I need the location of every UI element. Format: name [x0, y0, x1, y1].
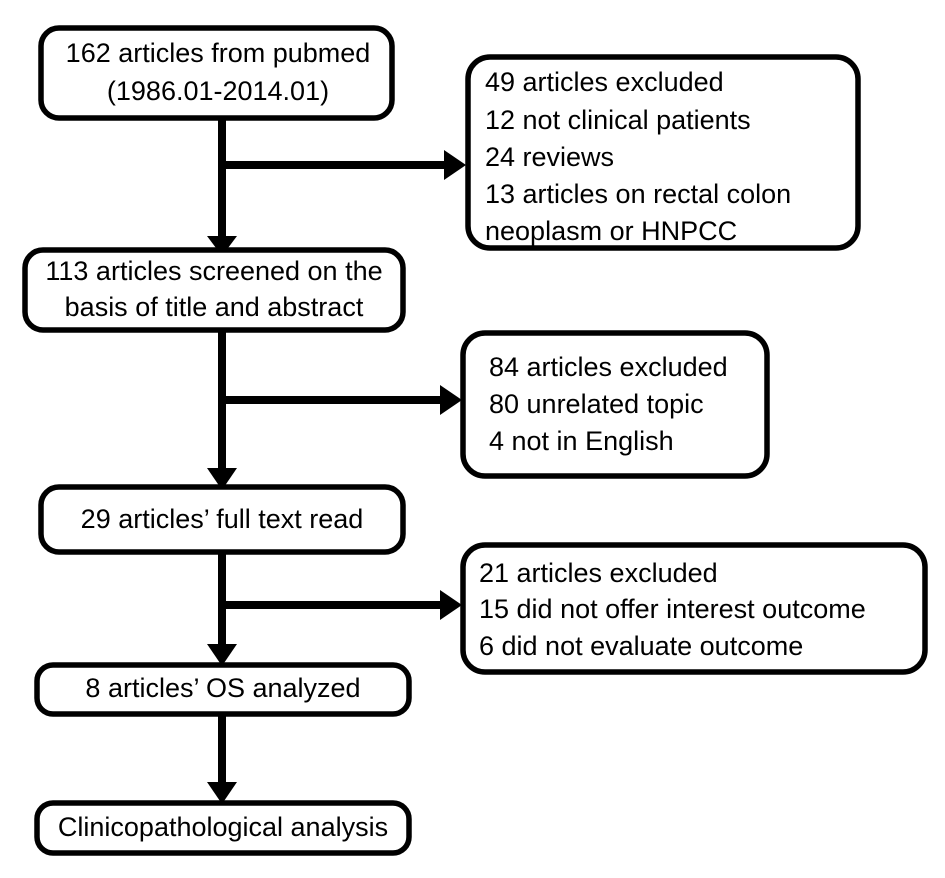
node-final-box[interactable] — [34, 800, 412, 856]
excluded-stage-1[interactable]: 49 articles excluded 12 not clinical pat… — [465, 54, 861, 251]
arrow-head-right-3 — [440, 590, 462, 620]
connector-branch-excluded-3 — [222, 590, 462, 620]
excluded-stage-3-line3: 6 did not evaluate outcome — [479, 631, 803, 661]
node-fulltext[interactable]: 29 articles’ full text read — [38, 484, 406, 555]
node-screened-line1: 113 articles screened on the — [45, 256, 382, 286]
node-identified-line2: (1986.01-2014.01) — [107, 76, 329, 106]
excluded-stage-2-line3: 4 not in English — [489, 426, 674, 456]
arrow-head-down-2 — [207, 468, 237, 490]
connector-branch-excluded-2 — [222, 385, 462, 415]
node-identified[interactable]: 162 articles from pubmed (1986.01-2014.0… — [38, 25, 395, 121]
node-fulltext-line1: 29 articles’ full text read — [81, 504, 364, 534]
excluded-stage-3-line2: 15 did not offer interest outcome — [479, 594, 866, 624]
excluded-stage-1-line1: 49 articles excluded — [485, 67, 724, 97]
excluded-stage-2-line1: 84 articles excluded — [489, 352, 728, 382]
node-screened-line2: basis of title and abstract — [65, 292, 364, 322]
connector-analyzed-to-final — [207, 714, 237, 804]
node-identified-box[interactable] — [38, 25, 395, 121]
arrow-head-right-2 — [440, 385, 462, 415]
connector-identified-to-screened — [207, 117, 237, 256]
node-screened[interactable]: 113 articles screened on the basis of ti… — [22, 247, 406, 333]
arrow-head-down-4 — [207, 782, 237, 804]
connector-screened-to-fulltext — [207, 330, 237, 490]
excluded-stage-1-line2: 12 not clinical patients — [485, 105, 751, 135]
node-identified-line1: 162 articles from pubmed — [66, 38, 371, 68]
excluded-stage-3-box[interactable] — [460, 542, 928, 675]
excluded-stage-1-line5: neoplasm or HNPCC — [485, 216, 737, 246]
connector-branch-excluded-1 — [222, 150, 466, 180]
excluded-stage-1-line3: 24 reviews — [485, 142, 614, 172]
node-analyzed-box[interactable] — [34, 662, 412, 717]
excluded-stage-2[interactable]: 84 articles excluded 80 unrelated topic … — [460, 330, 770, 479]
node-screened-box[interactable] — [22, 247, 406, 333]
arrow-head-down-3 — [207, 644, 237, 666]
arrow-head-right-1 — [444, 150, 466, 180]
node-analyzed-line1: 8 articles’ OS analyzed — [85, 673, 360, 703]
node-fulltext-box[interactable] — [38, 484, 406, 555]
excluded-stage-2-line2: 80 unrelated topic — [489, 389, 704, 419]
node-final-line1: Clinicopathological analysis — [58, 812, 388, 842]
excluded-stage-1-line4: 13 articles on rectal colon — [485, 179, 791, 209]
arrow-head-down-1 — [207, 236, 237, 256]
excluded-stage-3-line1: 21 articles excluded — [479, 558, 718, 588]
connector-fulltext-to-analyzed — [207, 552, 237, 666]
excluded-stage-1-box[interactable] — [465, 54, 861, 251]
excluded-stage-3[interactable]: 21 articles excluded 15 did not offer in… — [460, 542, 928, 675]
node-final[interactable]: Clinicopathological analysis — [34, 800, 412, 856]
excluded-stage-2-box[interactable] — [460, 330, 770, 479]
node-analyzed[interactable]: 8 articles’ OS analyzed — [34, 662, 412, 717]
